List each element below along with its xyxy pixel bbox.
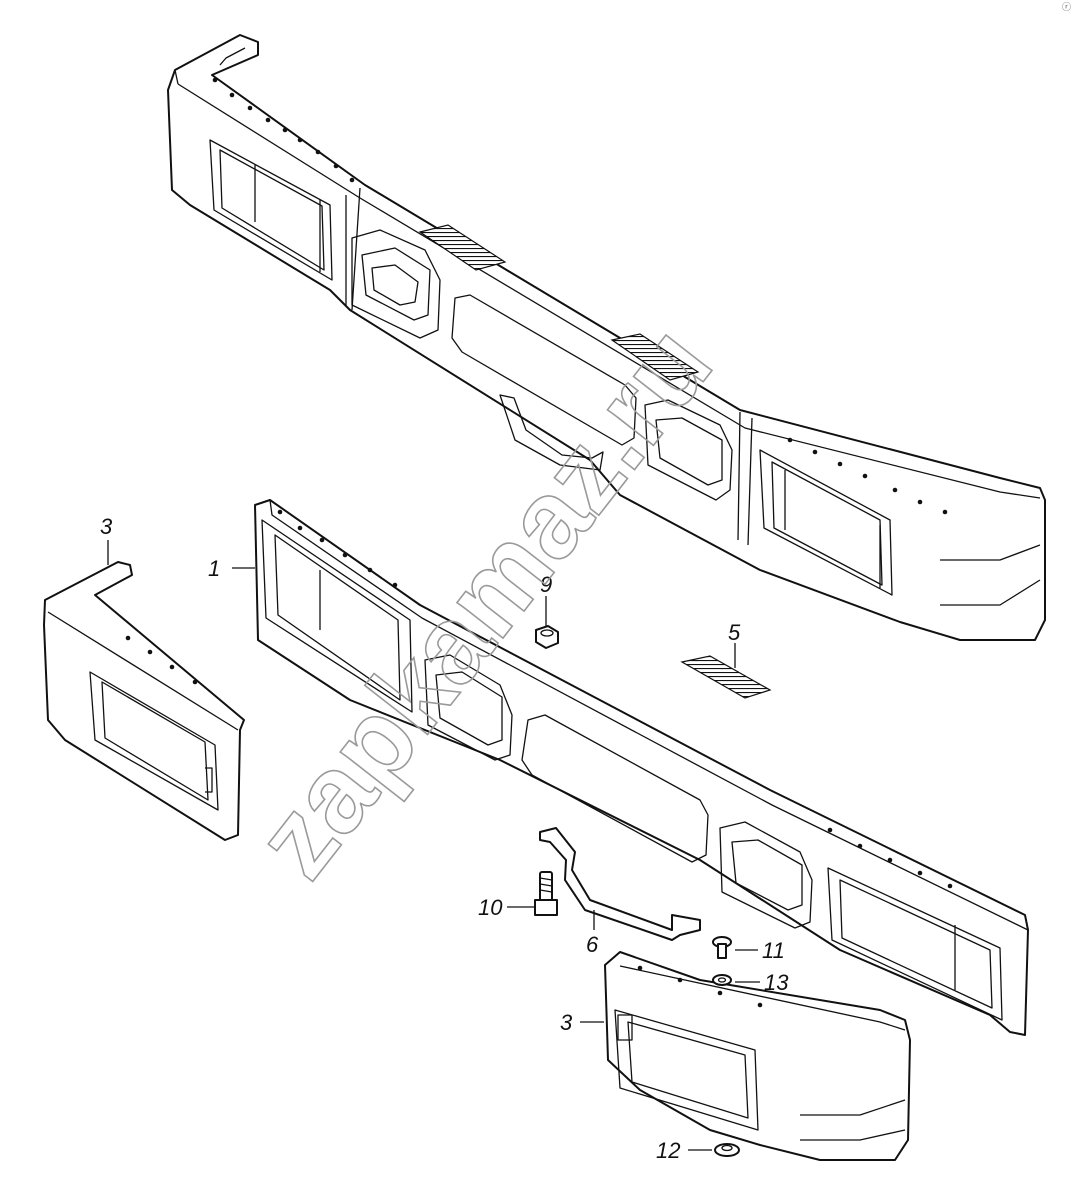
callout-6: 6 xyxy=(586,932,599,957)
corner-mark: ⓡ xyxy=(1062,2,1071,12)
part-5-pad xyxy=(680,655,772,699)
callout-3-right: 3 xyxy=(560,1010,573,1035)
callout-3-left: 3 xyxy=(100,514,113,539)
part-1-bumper-beam xyxy=(254,499,1029,1036)
part-3-left-end-cap xyxy=(43,561,245,841)
part-12-cage-nut xyxy=(714,1143,740,1157)
callout-10: 10 xyxy=(478,895,503,920)
callout-1: 1 xyxy=(208,556,220,581)
callout-5: 5 xyxy=(728,620,741,645)
part-13-washer xyxy=(712,974,732,986)
assembled-bumper xyxy=(167,34,1046,641)
part-10-bolt xyxy=(534,871,558,916)
part-3-right-end-cap xyxy=(604,951,911,1161)
callout-11: 11 xyxy=(762,938,785,963)
callout-12: 12 xyxy=(656,1138,680,1163)
callout-13: 13 xyxy=(764,970,789,995)
part-9-nut xyxy=(535,625,559,649)
callout-9: 9 xyxy=(540,572,552,597)
part-11-screw xyxy=(712,936,732,959)
part-6-bracket xyxy=(539,827,701,941)
leader-lines xyxy=(107,540,760,1151)
